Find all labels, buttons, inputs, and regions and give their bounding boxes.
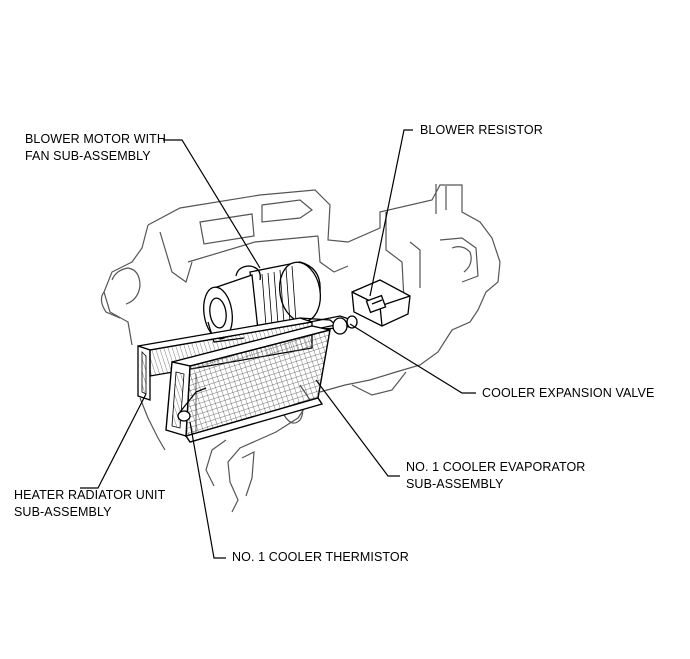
label-blower-motor-line2: FAN SUB-ASSEMBLY bbox=[25, 149, 151, 163]
leader-blower-resistor bbox=[369, 129, 413, 297]
leader-evaporator bbox=[315, 379, 400, 477]
label-thermistor-line1: NO. 1 COOLER THERMISTOR bbox=[232, 550, 409, 564]
leader-lines bbox=[80, 129, 476, 559]
label-cooler-expansion-valve-line1: COOLER EXPANSION VALVE bbox=[482, 386, 655, 400]
label-heater-radiator: HEATER RADIATOR UNIT SUB-ASSEMBLY bbox=[14, 487, 165, 521]
expansion-valve-illustration bbox=[299, 315, 358, 335]
blower-motor-illustration bbox=[203, 261, 342, 343]
leader-expansion-valve bbox=[349, 323, 476, 394]
leader-thermistor bbox=[189, 421, 226, 559]
leader-heater-radiator bbox=[80, 393, 147, 489]
label-heater-radiator-line2: SUB-ASSEMBLY bbox=[14, 505, 112, 519]
label-evaporator-line2: SUB-ASSEMBLY bbox=[406, 477, 504, 491]
label-blower-resistor-line1: BLOWER RESISTOR bbox=[420, 123, 543, 137]
label-evaporator-line1: NO. 1 COOLER EVAPORATOR bbox=[406, 460, 586, 474]
label-evaporator: NO. 1 COOLER EVAPORATOR SUB-ASSEMBLY bbox=[406, 459, 585, 493]
label-thermistor: NO. 1 COOLER THERMISTOR bbox=[232, 549, 409, 566]
label-blower-motor-line1: BLOWER MOTOR WITH bbox=[25, 132, 167, 146]
thermistor-illustration bbox=[177, 387, 207, 422]
leader-blower-motor bbox=[163, 139, 261, 269]
label-blower-resistor: BLOWER RESISTOR bbox=[420, 122, 543, 139]
label-heater-radiator-line1: HEATER RADIATOR UNIT bbox=[14, 488, 166, 502]
label-cooler-expansion-valve: COOLER EXPANSION VALVE bbox=[482, 385, 654, 402]
evaporator-illustration bbox=[165, 325, 331, 443]
blower-resistor-illustration bbox=[351, 279, 411, 327]
hvac-housing bbox=[100, 184, 501, 513]
label-blower-motor: BLOWER MOTOR WITH FAN SUB-ASSEMBLY bbox=[25, 131, 166, 165]
